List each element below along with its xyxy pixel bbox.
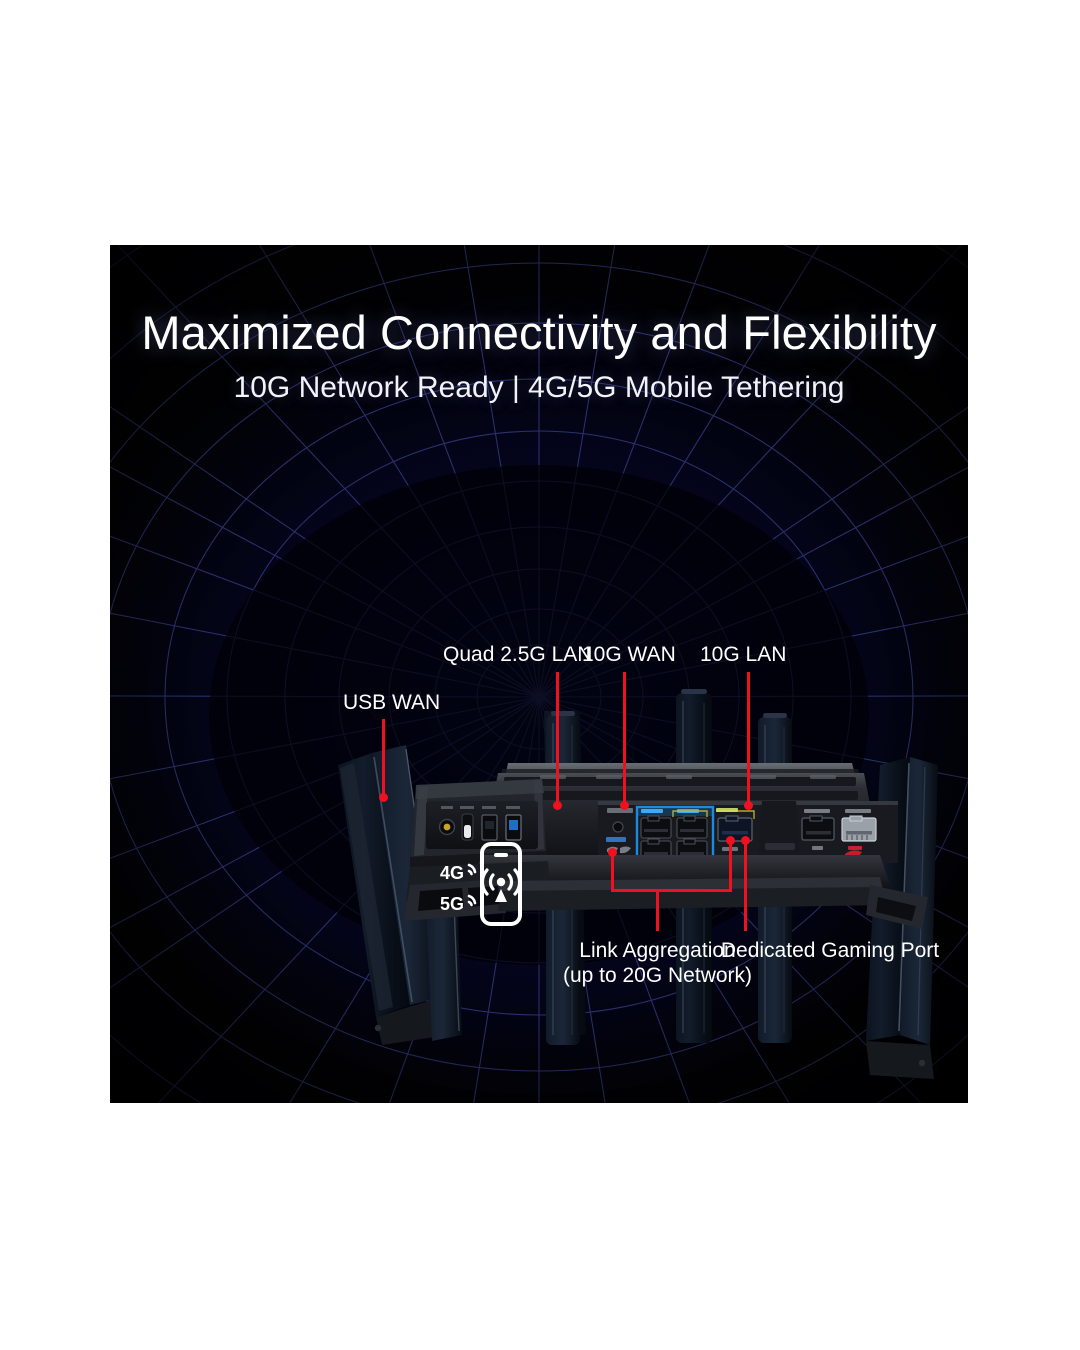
page-title: Maximized Connectivity and Flexibility (141, 306, 937, 359)
leader-dot-gaming-port (741, 836, 750, 845)
port-lan-6-gaming (841, 809, 877, 874)
callout-label: 10G WAN (582, 643, 676, 666)
leader-bar-link-agg (611, 889, 732, 892)
callout-10g-wan: 10G WAN (582, 643, 676, 668)
callout-quad-25g-lan: Quad 2.5G LAN (443, 643, 592, 668)
callout-10g-lan: 10G LAN (700, 643, 786, 668)
callout-label: USB WAN (343, 691, 441, 714)
callout-label: Link Aggregation (579, 939, 736, 962)
router-illustration (110, 245, 968, 1103)
callout-label: Dedicated Gaming Port (720, 939, 940, 962)
ethernet-port-panel (598, 801, 898, 874)
leader-line-quad-25g-lan (556, 672, 559, 805)
gen4-label: 4G (440, 863, 464, 883)
leader-stem-link-agg-right (729, 841, 732, 891)
leader-dot-10g-lan (744, 801, 753, 810)
leader-line-10g-wan (623, 672, 626, 805)
leader-drop-link-agg (656, 889, 659, 931)
port-lan-4-top (676, 809, 708, 839)
leader-dot-quad-25g-lan (553, 801, 562, 810)
mobile-tethering-icon: 4G 5G (438, 841, 524, 929)
product-feature-panel: Maximized Connectivity and Flexibility 1… (110, 245, 968, 1103)
callout-label: 10G LAN (700, 643, 787, 666)
page-subtitle: 10G Network Ready | 4G/5G Mobile Tetheri… (233, 371, 845, 404)
port-lan-2 (640, 809, 672, 839)
leader-line-10g-lan (747, 672, 750, 805)
leader-stem-link-agg-left (611, 853, 614, 891)
callout-sublabel: (up to 20G Network) (562, 963, 753, 987)
callout-label: Quad 2.5G LAN (443, 643, 593, 666)
power-usb-module (410, 779, 546, 873)
leader-line-gaming-port (744, 841, 747, 931)
port-lan-5 (801, 809, 835, 850)
callout-usb-wan: USB WAN (343, 691, 440, 716)
leader-line-usb-wan (382, 719, 385, 797)
leader-dot-link-agg-right (726, 836, 735, 845)
leader-dot-10g-wan (620, 801, 629, 810)
callout-link-aggregation: Link Aggregation (up to 20G Network) (525, 939, 790, 989)
callout-dedicated-gaming-port: Dedicated Gaming Port (715, 939, 945, 964)
leader-dot-usb-wan (379, 793, 388, 802)
leader-dot-link-agg-left (608, 848, 617, 857)
gen5-label: 5G (440, 894, 464, 914)
